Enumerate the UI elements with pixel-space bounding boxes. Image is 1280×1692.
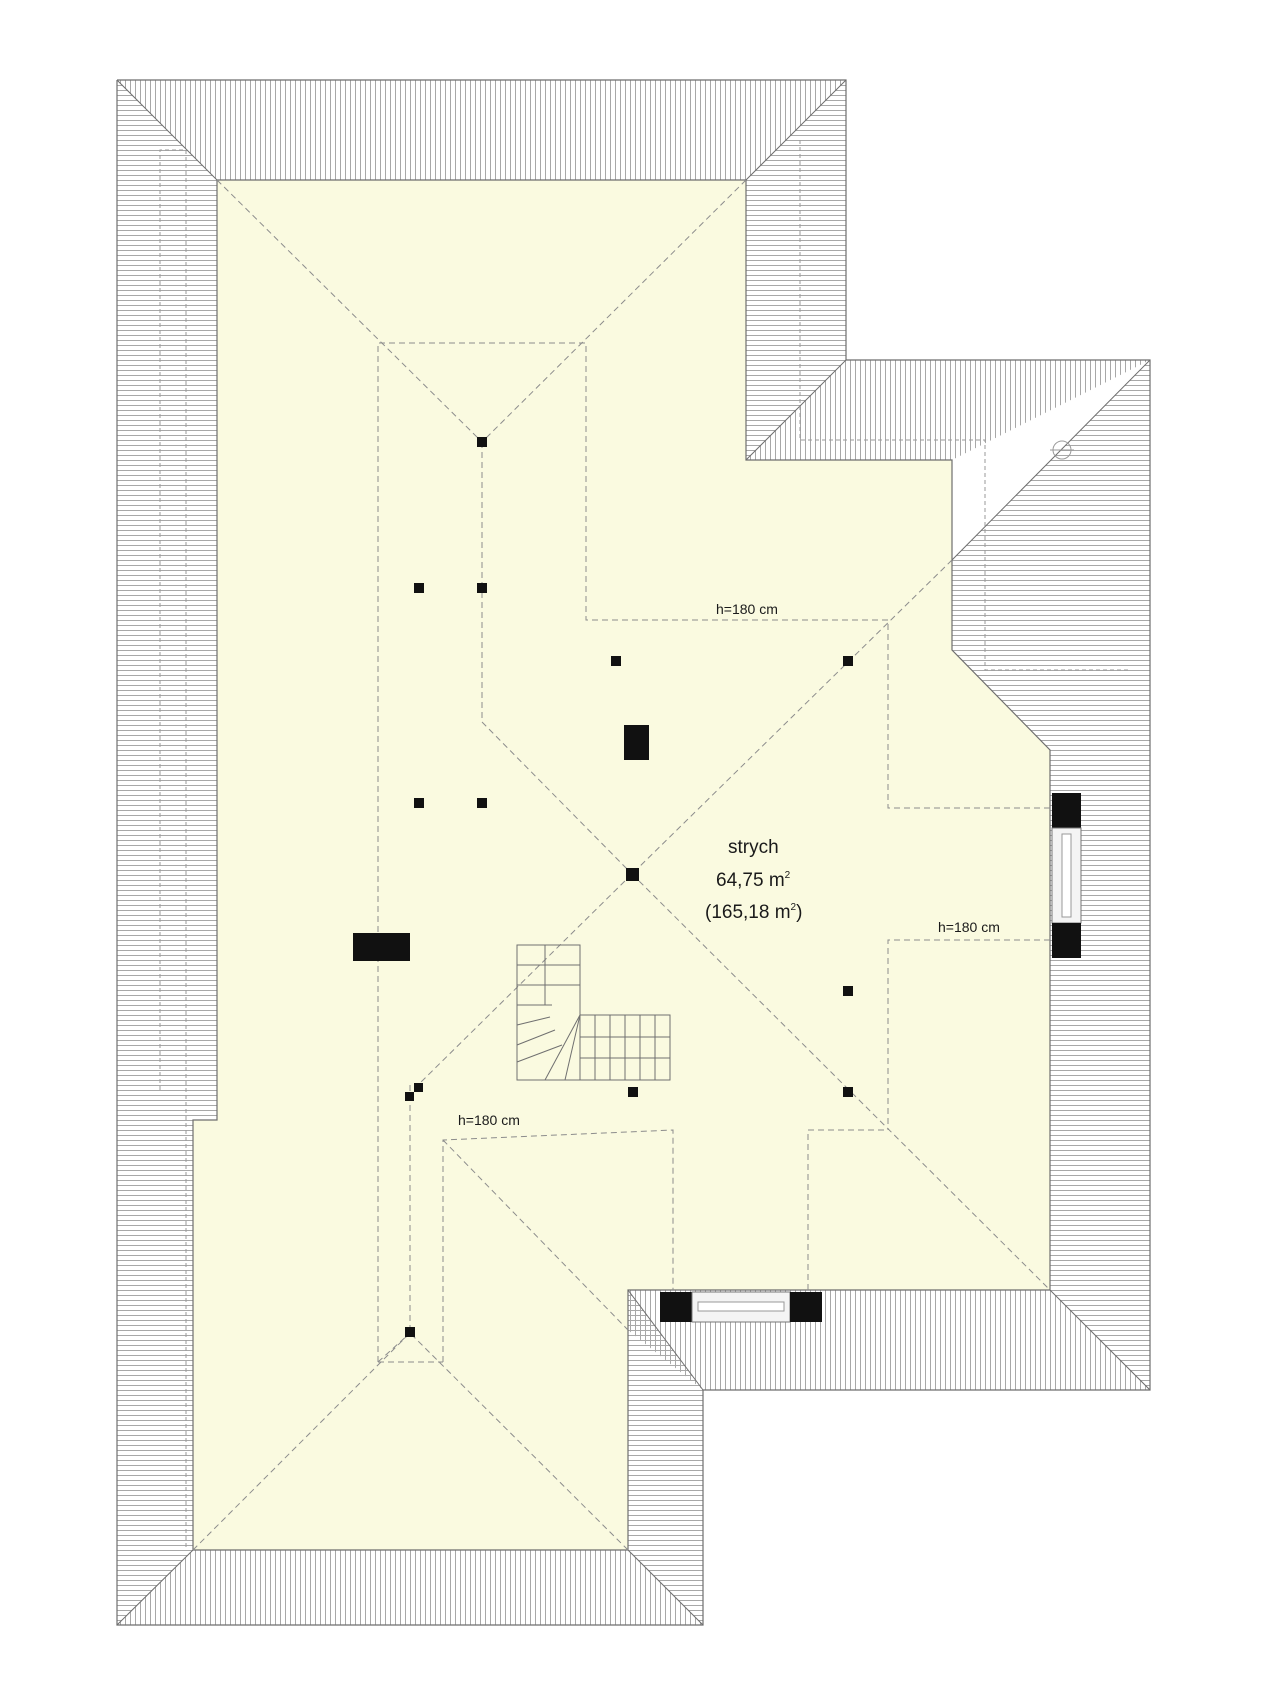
roof-hip-lines: [116, 79, 1151, 1626]
chimney-center: [624, 725, 649, 760]
column-post: [843, 986, 853, 996]
room-area: 64,75 m2: [716, 870, 791, 891]
room-name: strych: [728, 837, 779, 858]
ridge-valley-lines: [192, 179, 1051, 1551]
roof-slope-right-upper: [746, 80, 846, 460]
column-post: [611, 656, 621, 666]
column-post: [628, 1087, 638, 1097]
column-post: [405, 1327, 415, 1337]
column-post: [414, 583, 424, 593]
chimney-left: [353, 933, 410, 961]
column-posts: [405, 437, 853, 1337]
roof-slope-left: [117, 80, 217, 1625]
roof-slope-wing-right-upper: [952, 360, 1150, 750]
height-label-right: h=180 cm: [938, 919, 1000, 935]
column-post: [414, 798, 424, 808]
column-post: [477, 437, 487, 447]
column-post: [843, 1087, 853, 1097]
column-post: [843, 656, 853, 666]
roof-slope-wing-top: [746, 360, 1150, 460]
stair: [516, 944, 671, 1081]
column-post: [405, 1092, 414, 1101]
height-label-top: h=180 cm: [716, 601, 778, 617]
room-total-area: (165,18 m2): [705, 902, 802, 923]
column-post: [626, 868, 639, 881]
attic-floor-area: [192, 179, 1051, 1551]
roof-window-right: [1051, 793, 1082, 958]
roof-window-bottom: [660, 1291, 822, 1323]
roof-slope-lower-right: [628, 1290, 703, 1625]
height-label-bottom: h=180 cm: [458, 1112, 520, 1128]
roof-overhang: [117, 80, 1150, 1625]
roof-slope-top: [117, 80, 846, 180]
column-post: [477, 798, 487, 808]
column-post: [477, 583, 487, 593]
compass-mark-icon: [1050, 440, 1074, 460]
roof-slope-bottom: [117, 1550, 703, 1625]
column-post: [414, 1083, 423, 1092]
wall-line-dashed: [159, 140, 1130, 1550]
